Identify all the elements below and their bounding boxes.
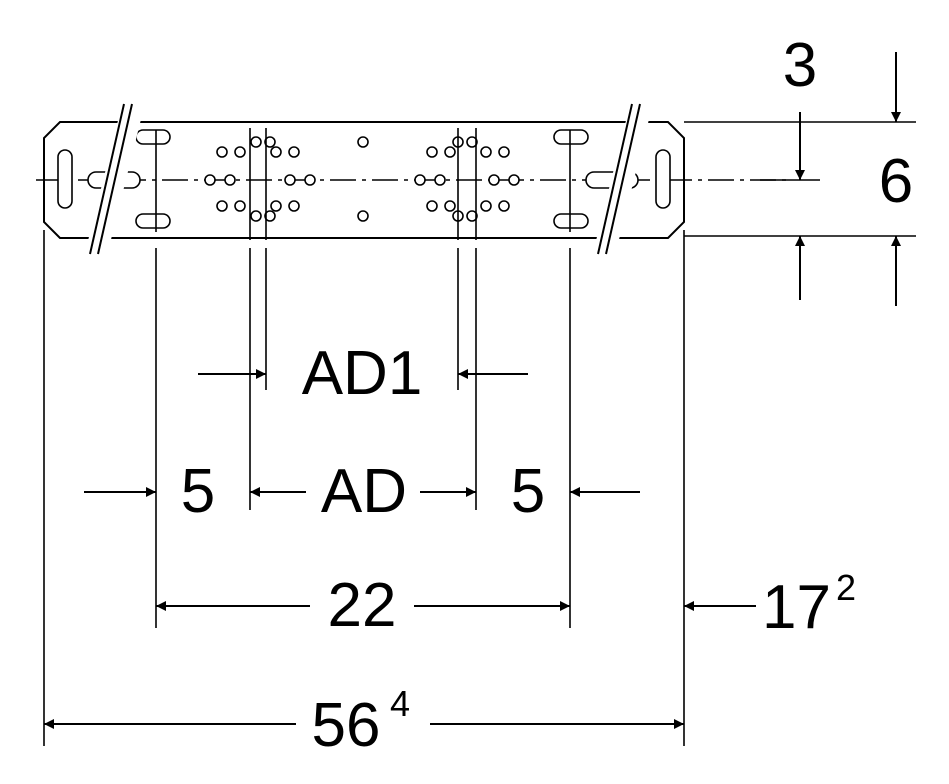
dim-label-56: 56	[312, 691, 381, 760]
dim-label-ad1: AD1	[302, 339, 423, 408]
extension-lines	[43, 121, 916, 746]
dimension-56-4: 56 4	[44, 683, 684, 760]
dim-label-22: 22	[328, 571, 397, 640]
break-marks	[87, 103, 651, 255]
dimension-17-2: 17 2	[684, 567, 856, 642]
center-hole-bottom	[357, 210, 369, 222]
dim-label-3: 3	[783, 31, 817, 100]
right-hole-pattern	[414, 128, 520, 240]
dimension-6: 6	[879, 52, 913, 306]
dim-label-ad: AD	[321, 457, 407, 526]
dim-label-56-sup: 4	[390, 683, 410, 724]
dim-label-17: 17	[762, 573, 831, 642]
dim-label-right-5: 5	[511, 457, 545, 526]
dimension-22: 22	[156, 571, 570, 640]
dimension-ad1: AD1	[198, 339, 528, 408]
dim-label-left-5: 5	[181, 457, 215, 526]
center-hole-top	[357, 136, 369, 148]
dimension-ad-row: 5 AD 5	[84, 457, 640, 526]
dim-label-6: 6	[879, 147, 913, 216]
mounting-plate	[36, 103, 790, 255]
dim-label-17-sup: 2	[836, 567, 856, 608]
left-hole-pattern	[204, 128, 316, 240]
dimension-3: 3	[783, 31, 817, 300]
